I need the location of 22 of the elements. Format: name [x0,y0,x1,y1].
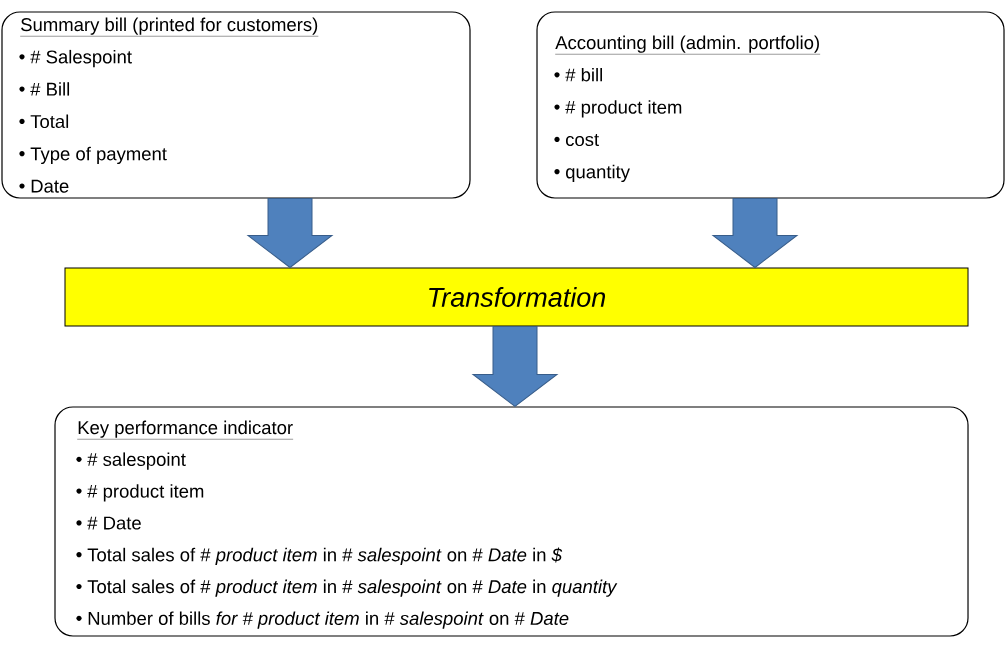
block-arrow [247,198,333,268]
bullet-item: Total sales of # product item in # salespoint on # Date in $ [76,547,563,566]
bullet-item: Date [19,179,69,193]
card-heading: Accounting bill (admin. portfolio) [555,35,821,55]
bullet-item: # salespoint [76,452,186,470]
bullet-item: Number of bills for # product item in # salespoint on # Date [76,611,569,629]
bullet-item: # product item [76,484,204,502]
bullet-item: Total sales of # product item in # salespoint on # Date in quantity [76,579,618,597]
bullet-item: # bill [554,67,602,82]
bullet-item: # Salespoint [19,49,132,68]
card-heading: Summary bill (printed for customers) [20,17,319,37]
process-bar: Transformation [64,267,969,327]
bullet-item: cost [554,133,599,147]
block-arrow [472,326,558,407]
bullet-item: quantity [554,164,630,183]
bullet-item: # Bill [19,82,70,96]
bullet-item: Type of payment [19,146,167,165]
bullet-item: Total [19,114,69,129]
bullet-item: # Date [76,516,141,530]
card-heading: Key performance indicator [77,420,294,440]
bullet-item: # product item [554,100,682,118]
block-arrow [712,198,798,268]
